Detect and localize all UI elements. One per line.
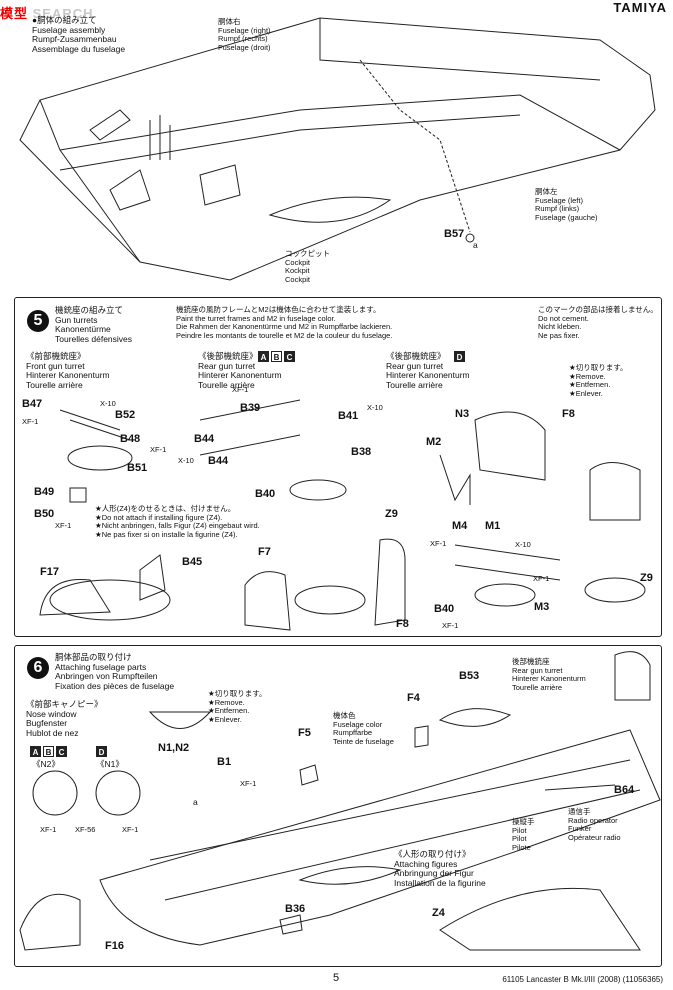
part-label: M2: [426, 436, 442, 448]
part-label: M4: [452, 520, 468, 532]
part-label: B38: [351, 446, 372, 458]
part-label: F17: [40, 566, 59, 578]
paint-label: X-10: [515, 540, 531, 549]
version-d: D: [454, 351, 465, 362]
part-label: B45: [182, 556, 203, 568]
marker-a: a: [193, 797, 198, 807]
step6-version-selector-abc: A B C: [30, 746, 67, 757]
step5-no-cement-note: このマークの部品は接着しません。 Do not cement. Nicht kl…: [538, 305, 658, 340]
brand-logo: TAMIYA: [613, 0, 667, 15]
fuselage-drawing: [19, 17, 656, 281]
part-label: B36: [285, 903, 306, 915]
version-a: A: [258, 351, 269, 362]
part-label: Z9: [385, 508, 398, 520]
crew-pilot-label: 操縦手 Pilot Pilot Pilote: [512, 817, 535, 852]
part-label: M3: [534, 601, 550, 613]
step5-number: 5: [27, 310, 49, 332]
part-label: M1: [485, 520, 501, 532]
part-label: Z4: [432, 907, 445, 919]
step6-panel: [14, 645, 662, 967]
step5-panel: [14, 297, 662, 637]
step6-title: 胴体部品の取り付け Attaching fuselage parts Anbri…: [55, 652, 175, 691]
paint-label: XF-56: [75, 825, 96, 834]
part-label: F5: [298, 727, 311, 739]
step6-version-selector-d: D: [96, 746, 107, 757]
canopy-n2-label: 《N2》: [32, 759, 60, 769]
cockpit-label: コックピット Cockpit Kockpit Cockpit: [285, 249, 330, 284]
step6-remove-note: ★切り取ります。 ★Remove. ★Entfernen. ★Enlever.: [208, 689, 267, 724]
step6-number: 6: [27, 657, 49, 679]
part-label: B1: [217, 756, 232, 768]
version-c: C: [56, 746, 67, 757]
product-code: 61105 Lancaster B Mk.I/III (2008) (11056…: [502, 975, 663, 984]
version-c: C: [284, 351, 295, 362]
rear-turret-abc-label: 《後部機銃座》 Rear gun turret Hinterer Kanonen…: [198, 351, 282, 390]
version-d: D: [96, 746, 107, 757]
part-label: B40: [255, 488, 276, 500]
part-label: F7: [258, 546, 271, 558]
page-number: 5: [333, 972, 340, 984]
paint-label: XF-1: [232, 385, 249, 394]
fuselage-right-label: 胴体右 Fuselage (right) Rumpf (rechts) Fuse…: [218, 17, 271, 52]
part-b57: B57: [444, 228, 465, 240]
part-label: B50: [34, 508, 55, 520]
version-a: A: [30, 746, 41, 757]
paint-label: XF-1: [240, 779, 257, 788]
watermark-right: SEARCH: [32, 6, 94, 21]
paint-label: XF-1: [430, 539, 447, 548]
step5-paint-note: 機銃座の風防フレームとM2は機体色に合わせて塗装します。 Paint the t…: [176, 305, 393, 340]
fuselage-left-label: 胴体左 Fuselage (left) Rumpf (links) Fusela…: [535, 187, 598, 222]
watermark: 模型 SEARCH: [0, 3, 94, 22]
part-label: N1,N2: [158, 742, 190, 754]
part-label: B48: [120, 433, 141, 445]
part-label: B39: [240, 402, 261, 414]
rear-turret-label: 後部機銃座 Rear gun turret Hinterer Kanonentu…: [512, 657, 586, 692]
paint-label: XF-1: [55, 521, 72, 530]
marker-a: a: [473, 240, 478, 250]
paint-label: XF-1: [22, 417, 39, 426]
part-label: B51: [127, 462, 148, 474]
step5-figure-note: ★人形(Z4)をのせるときは、付けません。 ★Do not attach if …: [95, 504, 260, 539]
canopy-n1-label: 《N1》: [96, 759, 124, 769]
version-b: B: [271, 351, 282, 362]
paint-label: X-10: [100, 399, 116, 408]
part-label: B64: [614, 784, 635, 796]
paint-label: XF-1: [122, 825, 139, 834]
paint-label: XF-1: [40, 825, 57, 834]
nose-window-label: 《前部キャノピー》 Nose window Bugfenster Hublot …: [26, 699, 103, 738]
part-label: B40: [434, 603, 455, 615]
rear-turret-d-label: 《後部機銃座》 Rear gun turret Hinterer Kanonen…: [386, 351, 470, 390]
part-label: B44: [208, 455, 229, 467]
part-label: F16: [105, 940, 124, 952]
paint-label: XF-1: [533, 574, 550, 583]
version-selector-abc: A B C: [258, 351, 295, 362]
part-label: B47: [22, 398, 43, 410]
part-label: Z9: [640, 572, 653, 584]
part-label: B41: [338, 410, 359, 422]
paint-label: X-10: [178, 456, 194, 465]
fuselage-assembly-title: ●胴体の組み立て Fuselage assembly Rumpf-Zusamme…: [32, 15, 126, 54]
part-label: B49: [34, 486, 55, 498]
part-label: N3: [455, 408, 470, 420]
fuselage-color-note: 機体色 Fuselage color Rumpffarbe Teinte de …: [333, 711, 394, 746]
attaching-figures-label: 《人形の取り付け》 Attaching figures Anbringung d…: [394, 849, 486, 888]
crew-radio-operator-label: 通信手 Radio operator Funker Opérateur radi…: [568, 807, 621, 842]
version-b: B: [43, 746, 54, 757]
paint-label: XF-1: [150, 445, 167, 454]
step5-title: 機銃座の組み立て Gun turrets Kanonentürme Tourel…: [55, 305, 133, 344]
part-label: B44: [194, 433, 215, 445]
paint-label: X-10: [367, 403, 383, 412]
part-label: B53: [459, 670, 480, 682]
version-selector-d: D: [454, 351, 465, 362]
paint-label: XF-1: [442, 621, 459, 630]
step5-remove-note: ★切り取ります。 ★Remove. ★Entfernen. ★Enlever.: [569, 363, 628, 398]
part-label: F8: [562, 408, 575, 420]
part-label: F4: [407, 692, 420, 704]
part-label: B52: [115, 409, 136, 421]
front-turret-label: 《前部機銃座》 Front gun turret Hinterer Kanone…: [26, 351, 110, 390]
watermark-left: 模型: [0, 6, 29, 21]
part-label: F8: [396, 618, 409, 630]
